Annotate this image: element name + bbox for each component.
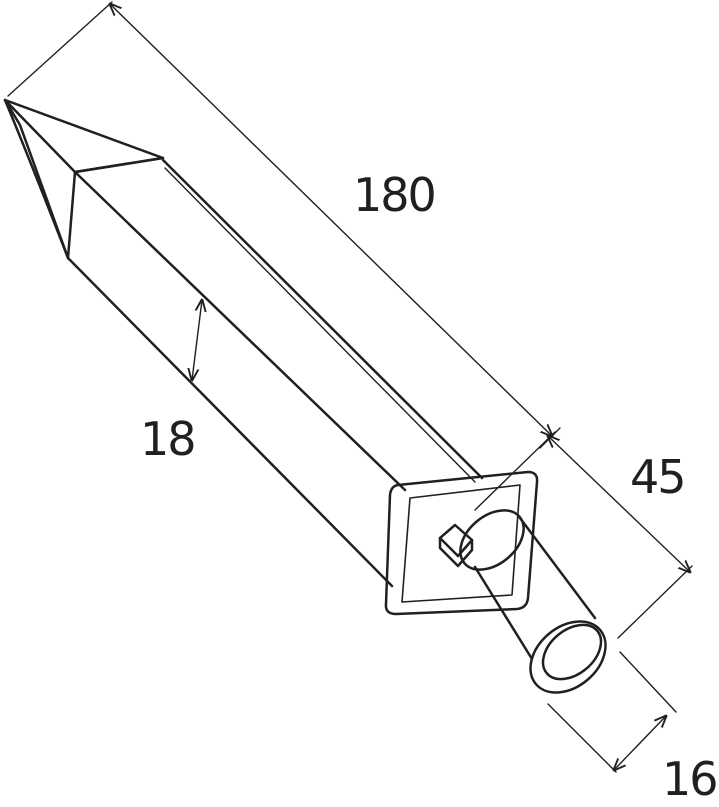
cylinder-pin bbox=[459, 509, 607, 694]
width-label: 18 bbox=[140, 412, 197, 466]
dimension-line-length bbox=[7, 1, 561, 449]
spike-tip bbox=[3, 98, 165, 260]
pin-diameter-label: 16 bbox=[662, 752, 719, 806]
plate-nub bbox=[438, 523, 474, 568]
spike-bar bbox=[66, 158, 484, 588]
dimension-line-width bbox=[192, 300, 202, 380]
length-label: 180 bbox=[353, 168, 437, 222]
dimension-line-pin-diameter bbox=[547, 651, 677, 773]
dimension-line-pin-length bbox=[474, 431, 693, 639]
base-plate bbox=[384, 470, 539, 616]
pin-length-label: 45 bbox=[630, 450, 687, 504]
